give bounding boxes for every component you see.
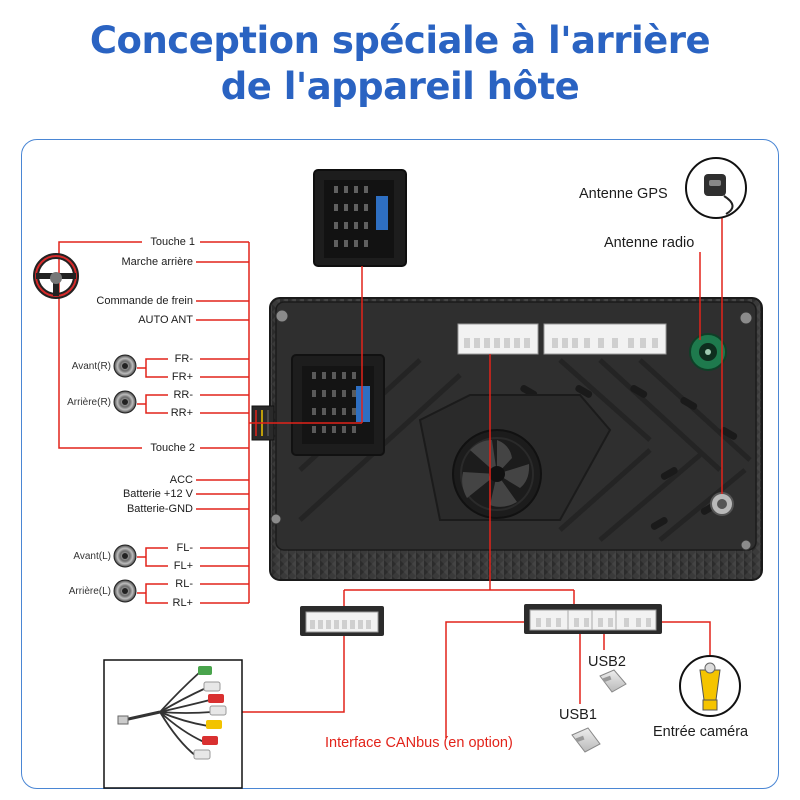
wires bbox=[58, 212, 723, 738]
label-fr-plus: FR+ bbox=[171, 371, 193, 383]
usb-connector-icon bbox=[599, 669, 627, 693]
label-acc: ACC bbox=[169, 474, 193, 486]
label-fl-plus: FL+ bbox=[173, 560, 193, 572]
label-antenne-gps: Antenne GPS bbox=[579, 186, 668, 202]
speaker-icon bbox=[113, 354, 137, 378]
diagram-panel bbox=[21, 139, 779, 789]
label-avant-r: Avant(R) bbox=[71, 361, 111, 372]
radio-antenna-socket bbox=[689, 333, 727, 371]
label-auto-ant: AUTO ANT bbox=[138, 314, 193, 326]
label-rr-plus: RR+ bbox=[170, 407, 193, 419]
label-arriere-l: Arrière(L) bbox=[68, 586, 111, 597]
label-usb1: USB1 bbox=[559, 707, 597, 723]
label-arriere-r: Arrière(R) bbox=[67, 397, 111, 408]
label-fl-minus: FL- bbox=[176, 542, 194, 554]
speaker-icon bbox=[113, 579, 137, 603]
label-touche-1: Touche 1 bbox=[150, 236, 195, 248]
speaker-icon bbox=[113, 390, 137, 414]
gps-antenna-icon bbox=[685, 157, 747, 219]
label-usb2: USB2 bbox=[588, 654, 626, 670]
bottom-connector-right bbox=[524, 604, 662, 634]
rca-camera-icon bbox=[679, 655, 741, 717]
label-avant-l: Avant(L) bbox=[73, 551, 111, 562]
title-line-2: de l'appareil hôte bbox=[220, 65, 580, 108]
label-batterie-12v: Batterie +12 V bbox=[122, 488, 193, 500]
label-marche-arriere: Marche arrière bbox=[121, 256, 193, 268]
wiring-harness-icon bbox=[103, 659, 243, 789]
steering-wheel-icon bbox=[33, 253, 79, 299]
label-rl-minus: RL- bbox=[175, 578, 193, 590]
cooling-fan-icon bbox=[452, 429, 542, 519]
page-title: Conception spéciale à l'arrière de l'app… bbox=[0, 18, 800, 110]
label-rr-minus: RR- bbox=[173, 389, 193, 401]
label-antenne-radio: Antenne radio bbox=[604, 235, 695, 251]
bottom-connector-left bbox=[300, 606, 384, 636]
iso-connector-top bbox=[313, 169, 407, 267]
speaker-icon bbox=[113, 544, 137, 568]
head-unit bbox=[269, 297, 763, 581]
label-rl-plus: RL+ bbox=[172, 597, 194, 609]
gps-antenna-socket bbox=[710, 492, 734, 516]
label-batterie-gnd: Batterie-GND bbox=[126, 503, 193, 515]
title-line-1: Conception spéciale à l'arrière bbox=[89, 19, 711, 62]
label-entree-camera: Entrée caméra bbox=[653, 724, 749, 740]
usb-connector-icon bbox=[571, 727, 601, 753]
label-touche-2: Touche 2 bbox=[150, 442, 195, 454]
label-fr-minus: FR- bbox=[174, 353, 193, 365]
label-canbus: Interface CANbus (en option) bbox=[325, 735, 513, 751]
label-commande-frein: Commande de frein bbox=[96, 295, 193, 307]
